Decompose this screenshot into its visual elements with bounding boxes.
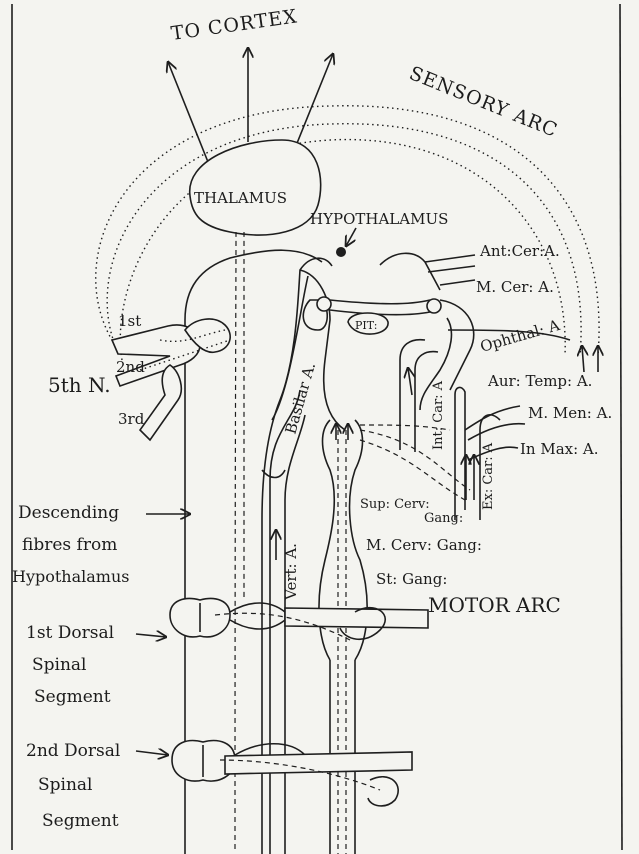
dorsal-segment-1 [170, 599, 428, 640]
dorsal2-label-3: Segment [42, 811, 119, 831]
descending-label-2: fibres from [22, 535, 117, 555]
dorsal2-label-1: 2nd Dorsal [26, 741, 120, 761]
sensory-arc-label: SENSORY ARC [406, 62, 561, 142]
motor-arc-label: MOTOR ARC [428, 593, 561, 617]
dorsal-segment-2 [172, 741, 412, 806]
m-men-a-label: M. Men: A. [528, 404, 612, 422]
fifth-n-label: 5th N. [48, 373, 111, 397]
sup-cerv-gang-label: Sup: Cerv: [360, 497, 430, 512]
st-gang-label: St: Gang: [376, 570, 447, 588]
basilar-a-label: Basilar A. [282, 360, 320, 436]
int-car-a-label: Int: Car: A [431, 380, 446, 450]
n5-3rd-label: 3rd [118, 410, 145, 428]
ophthal-a-label: Ophthal: A [478, 316, 562, 356]
hypothalamus-label: HYPOTHALAMUS [310, 210, 448, 228]
dorsal1-label-3: Segment [34, 687, 111, 707]
n5-1st-label: 1st [118, 312, 141, 330]
ex-car-a-label: Ex: Car: A [481, 442, 496, 510]
aur-temp-a-label: Aur: Temp: A. [487, 372, 592, 390]
descending-label-3: Hypothalamus [12, 567, 129, 586]
in-max-a-label: In Max: A. [520, 440, 599, 458]
m-cer-a-label: M. Cer: A. [476, 278, 554, 296]
hypothalamus-dot [336, 247, 346, 257]
m-cerv-gang-label: M. Cerv: Gang: [366, 536, 482, 554]
descending-label-1: Descending [18, 503, 119, 523]
sup-cerv-gang-label-2: Gang: [424, 511, 463, 526]
ant-cer-a-label: Ant:Cer:A. [479, 242, 560, 260]
thalamus-label: THALAMUS [194, 189, 287, 207]
thalamus-shape [190, 140, 321, 235]
vert-a-label: Vert: A. [282, 543, 300, 601]
pit-label: PIT: [355, 319, 377, 332]
dorsal1-label-1: 1st Dorsal [26, 623, 114, 643]
dorsal1-label-2: Spinal [32, 655, 87, 675]
dorsal2-label-2: Spinal [38, 775, 93, 795]
sympathetic-trunk [319, 420, 470, 854]
to-cortex-label: TO CORTEX [170, 5, 299, 45]
n5-2nd-label: 2nd [116, 358, 145, 376]
